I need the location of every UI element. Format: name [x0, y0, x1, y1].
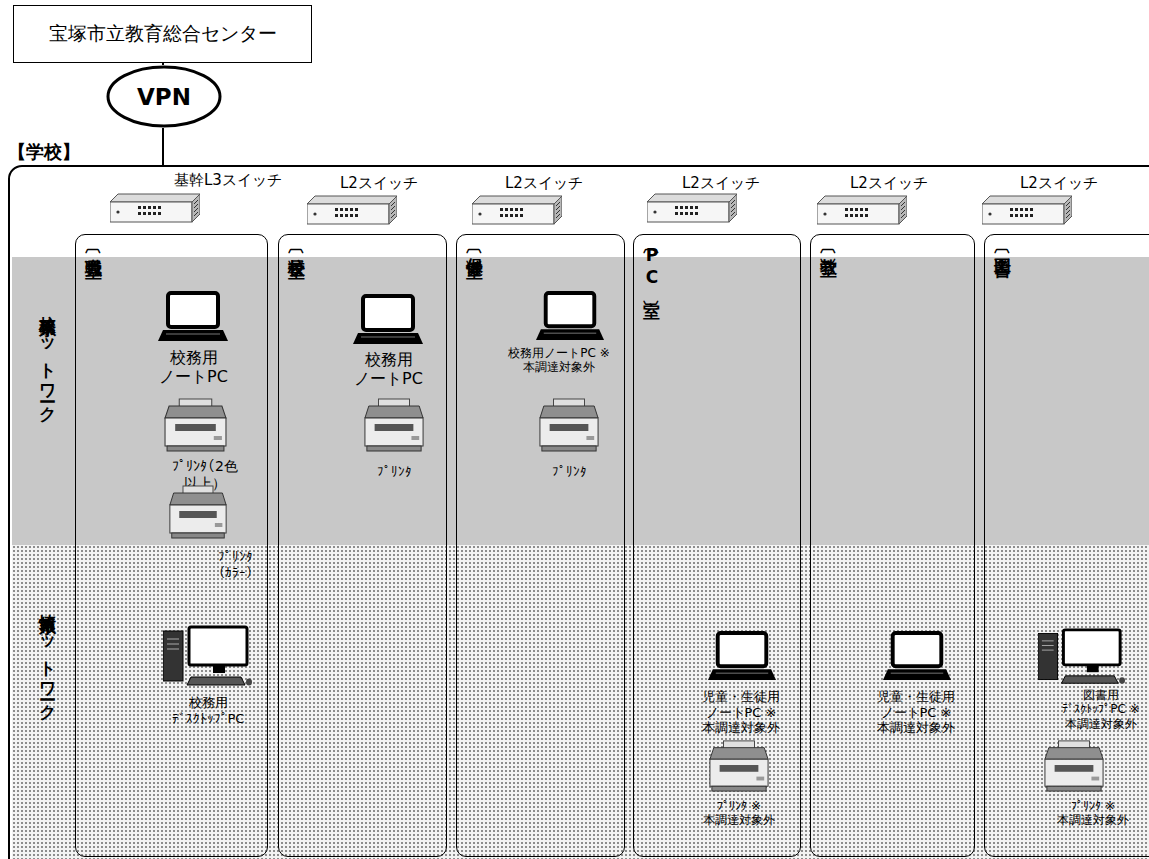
room-label: 〔PC室〕 — [641, 243, 664, 293]
network-switch: 基幹L3スイッチ — [110, 192, 200, 224]
printer-icon — [363, 396, 425, 453]
node-label: 児童・生徒用 ノートPC ※本調達対象外 — [680, 689, 802, 736]
room-label: 〔保健室〕 — [464, 243, 487, 253]
network-switch: L2スイッチ — [307, 194, 397, 226]
switch-icon — [110, 192, 200, 224]
node-label: 宝塚市立教育総合センター — [49, 21, 277, 47]
network-switch: L2スイッチ — [817, 194, 907, 226]
node-label: 図書用 ﾃﾞｽｸﾄｯﾌﾟPC ※本調達対象外 — [1053, 688, 1149, 731]
school-area: 【学校】基幹L3スイッチL2スイッチL2スイッチL2スイッチL2スイッチL2スイ… — [8, 165, 1149, 859]
node-label: L2スイッチ — [682, 174, 760, 193]
laptop-pc: 児童・生徒用 ノートPC ※本調達対象外 — [883, 630, 951, 682]
printer: ﾌﾟﾘﾝﾀ ※本調達対象外 — [708, 738, 770, 793]
laptop-icon — [708, 630, 776, 682]
node-label: L2スイッチ — [1020, 174, 1098, 193]
room-label: 〔教室〕 — [818, 243, 841, 251]
room-column: 〔PC室〕児童・生徒用 ノートPC ※本調達対象外ﾌﾟﾘﾝﾀ ※本調達対象外 — [633, 234, 801, 857]
laptop-pc: 校務用 ノートPC — [158, 290, 228, 343]
laptop-pc: 校務用 ノートPC — [353, 293, 423, 346]
printer: ﾌﾟﾘﾝﾀ（2色 以上） — [163, 396, 228, 453]
network-cable — [162, 63, 164, 65]
node-label: 校務用 ﾃﾞｽｸﾄｯﾌﾟPC — [158, 695, 258, 726]
switch-icon — [647, 192, 737, 224]
room-label: 〔職員室〕 — [83, 243, 106, 253]
center-box: 宝塚市立教育総合センター — [13, 5, 312, 63]
desktop-pc: 校務用 ﾃﾞｽｸﾄｯﾌﾟPC — [163, 625, 253, 688]
node-label: 校務用 ノートPC — [146, 348, 241, 386]
printer: ﾌﾟﾘﾝﾀ （ｶﾗｰ） — [168, 483, 228, 540]
laptop-icon — [353, 293, 423, 346]
room-column: 〔図書〕図書用 ﾃﾞｽｸﾄｯﾌﾟPC ※本調達対象外 ﾌﾟﾘﾝﾀ ※本調達対象外 — [984, 234, 1149, 857]
node-label: VPN — [137, 84, 191, 110]
laptop-icon — [536, 290, 604, 342]
node-label: ﾌﾟﾘﾝﾀ — [354, 464, 434, 480]
vpn-node: VPN — [106, 65, 222, 128]
laptop-icon — [883, 630, 951, 682]
node-label: L2スイッチ — [850, 174, 928, 193]
switch-icon — [817, 194, 907, 226]
node-label: 【学校】 — [8, 140, 80, 164]
printer: ﾌﾟﾘﾝﾀ — [538, 396, 600, 453]
printer-icon — [1043, 738, 1105, 793]
network-switch: L2スイッチ — [647, 192, 737, 224]
printer-icon — [538, 396, 600, 453]
network-band: 情報系ネットワーク — [12, 545, 1149, 859]
room-label: 〔校長室〕 — [286, 243, 309, 253]
node-label: L2スイッチ — [340, 174, 418, 193]
laptop-pc: 児童・生徒用 ノートPC ※本調達対象外 — [708, 630, 776, 682]
band-label: 情報系ネットワーク — [37, 600, 60, 714]
printer-icon — [168, 483, 228, 540]
node-label: ﾌﾟﾘﾝﾀ — [529, 464, 609, 480]
printer-icon — [708, 738, 770, 793]
desktop-pc-icon — [163, 625, 253, 688]
laptop-pc: 校務用ノートPC ※本調達対象外 — [536, 290, 604, 342]
printer: ﾌﾟﾘﾝﾀ ※本調達対象外 — [1043, 738, 1105, 793]
printer: ﾌﾟﾘﾝﾀ — [363, 396, 425, 453]
band-label: 校務系ネットワーク — [37, 302, 60, 416]
node-label: ﾌﾟﾘﾝﾀ （ｶﾗｰ） — [206, 549, 264, 580]
network-switch: L2スイッチ — [472, 194, 562, 226]
room-column: 〔校長室〕校務用 ノートPC ﾌﾟﾘﾝﾀ — [278, 234, 447, 857]
node-label: 児童・生徒用 ノートPC ※本調達対象外 — [855, 689, 977, 736]
room-column: 〔保健室〕校務用ノートPC ※本調達対象外 ﾌﾟﾘﾝﾀ — [456, 234, 625, 857]
switch-icon — [307, 194, 397, 226]
switch-icon — [982, 194, 1072, 226]
node-label: 校務用 ノートPC — [341, 350, 436, 388]
printer-icon — [163, 396, 228, 453]
room-column: 〔教室〕児童・生徒用 ノートPC ※本調達対象外 — [810, 234, 975, 857]
room-label: 〔図書〕 — [992, 243, 1015, 251]
network-switch: L2スイッチ — [982, 194, 1072, 226]
node-label: L2スイッチ — [505, 174, 583, 193]
node-label: ﾌﾟﾘﾝﾀ ※本調達対象外 — [1043, 799, 1143, 828]
switch-icon — [472, 194, 562, 226]
desktop-pc: 図書用 ﾃﾞｽｸﾄｯﾌﾟPC ※本調達対象外 — [1038, 628, 1126, 686]
desktop-pc-icon — [1038, 628, 1126, 686]
node-label: ﾌﾟﾘﾝﾀ ※本調達対象外 — [689, 799, 789, 828]
laptop-icon — [158, 290, 228, 343]
room-column: 〔職員室〕校務用 ノートPC ﾌﾟﾘﾝﾀ（2色 以上） ﾌﾟﾘﾝﾀ （ｶﾗｰ） 校務用… — [75, 234, 268, 857]
node-label: 基幹L3スイッチ — [174, 171, 282, 190]
node-label: 校務用ノートPC ※本調達対象外 — [497, 346, 621, 375]
